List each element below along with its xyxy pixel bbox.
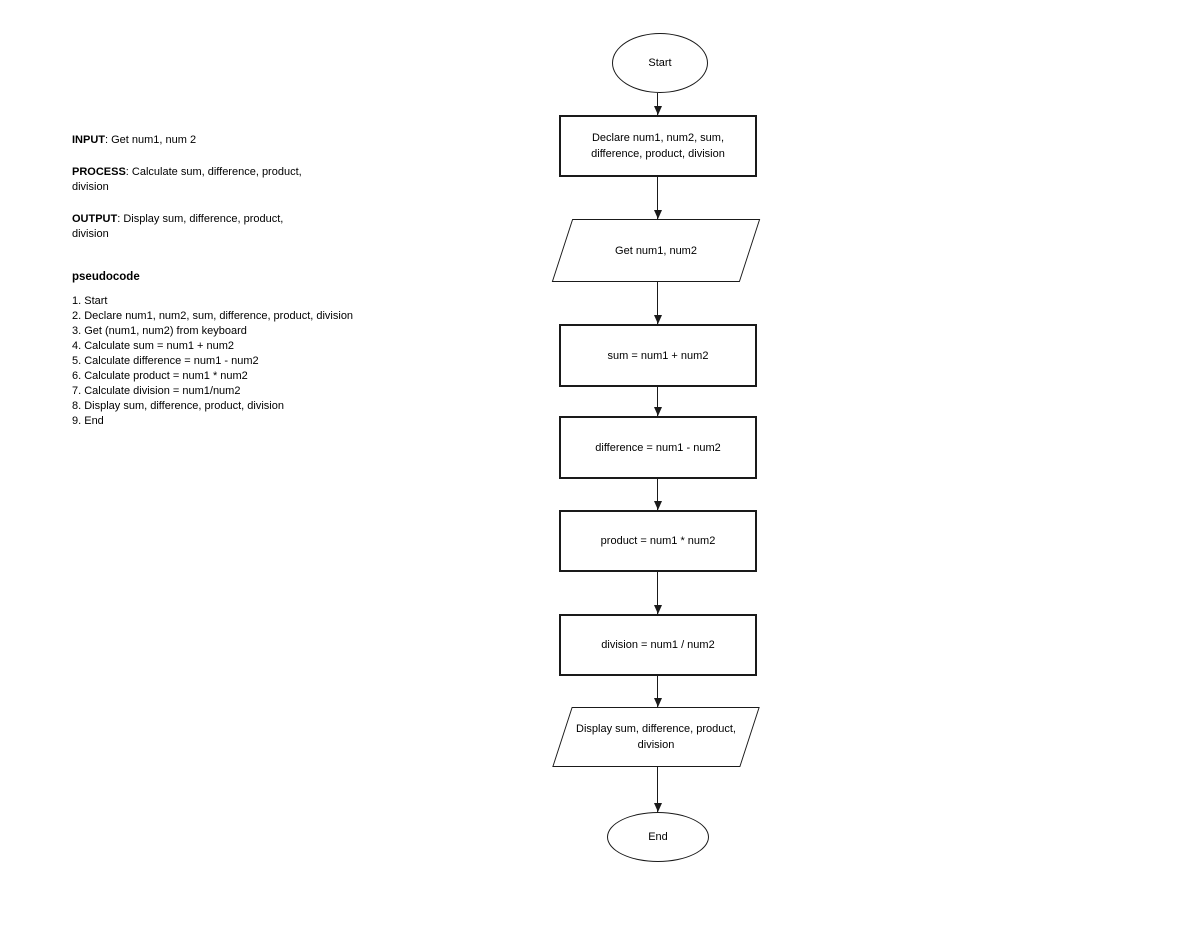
flow-arrow <box>657 479 659 510</box>
process-text: : Calculate sum, difference, product, di… <box>72 166 302 193</box>
get-input-label: Get num1, num2 <box>615 244 697 257</box>
pseudocode-step: 3. Get (num1, num2) from keyboard <box>72 325 247 337</box>
sum-label: sum = num1 + num2 <box>607 349 709 362</box>
end-terminator: End <box>607 812 709 862</box>
declare-process-box: Declare num1, num2, sum, difference, pro… <box>559 115 757 177</box>
pseudocode-step: 8. Display sum, difference, product, div… <box>72 400 284 412</box>
display-output-parallelogram: Display sum, difference, product, divisi… <box>552 707 760 767</box>
pseudocode-step: 4. Calculate sum = num1 + num2 <box>72 340 235 352</box>
flow-arrow <box>657 93 659 115</box>
start-label: Start <box>648 57 672 69</box>
pseudocode-step: 9. End <box>72 415 104 427</box>
start-terminator: Start <box>612 33 708 93</box>
output-label: OUTPUT <box>72 213 118 225</box>
declare-label: Declare num1, num2, sum, difference, pro… <box>591 132 725 160</box>
process-label: PROCESS <box>72 166 126 178</box>
flow-arrow <box>657 676 659 707</box>
input-note: INPUT: Get num1, num 2 <box>72 133 312 148</box>
flow-arrow <box>657 282 659 324</box>
process-note: PROCESS: Calculate sum, difference, prod… <box>72 165 312 195</box>
end-label: End <box>648 831 668 843</box>
difference-label: difference = num1 - num2 <box>595 441 721 454</box>
pseudocode-step: 7. Calculate division = num1/num2 <box>72 385 241 397</box>
display-output-label: Display sum, difference, product, divisi… <box>576 723 736 751</box>
output-text: : Display sum, difference, product, divi… <box>72 213 284 240</box>
pseudocode-heading: pseudocode <box>72 271 140 283</box>
pseudocode-step: 2. Declare num1, num2, sum, difference, … <box>72 310 354 322</box>
difference-process-box: difference = num1 - num2 <box>559 416 757 479</box>
product-process-box: product = num1 * num2 <box>559 510 757 572</box>
flow-arrow <box>657 767 659 812</box>
flow-arrow <box>657 387 659 416</box>
flow-arrow <box>657 177 659 219</box>
sum-process-box: sum = num1 + num2 <box>559 324 757 387</box>
division-process-box: division = num1 / num2 <box>559 614 757 676</box>
input-text: : Get num1, num 2 <box>105 134 197 146</box>
input-label: INPUT <box>72 134 105 146</box>
division-label: division = num1 / num2 <box>601 639 715 651</box>
flow-arrow <box>657 572 659 614</box>
output-note: OUTPUT: Display sum, difference, product… <box>72 212 312 242</box>
product-label: product = num1 * num2 <box>600 535 716 547</box>
pseudocode-step: 5. Calculate difference = num1 - num2 <box>72 355 259 367</box>
pseudocode-steps: 1. Start 2. Declare num1, num2, sum, dif… <box>72 294 532 429</box>
problem-notes: INPUT: Get num1, num 2 PROCESS: Calculat… <box>72 133 532 429</box>
pseudocode-step: 6. Calculate product = num1 * num2 <box>72 370 248 382</box>
pseudocode-step: 1. Start <box>72 295 108 307</box>
get-input-parallelogram: Get num1, num2 <box>551 219 761 282</box>
